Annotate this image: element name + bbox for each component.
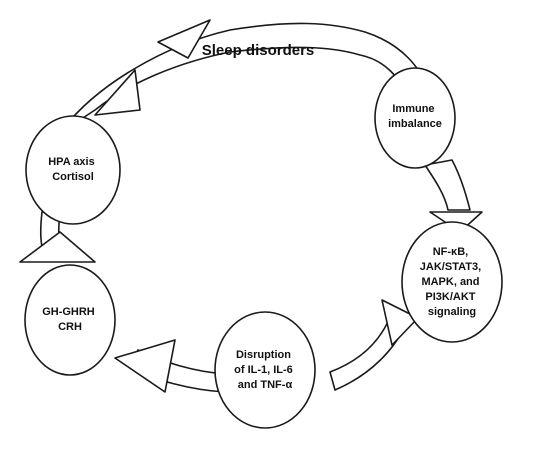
node-hpa-label: HPA axis Cortisol (48, 156, 98, 183)
arrowhead-bottom (114, 339, 176, 393)
node-cytokines-label: Disruption of IL-1, IL-6 and TNF-α (234, 349, 296, 391)
arrowhead-left-top (94, 69, 141, 116)
node-cytokines-circle (214, 311, 316, 429)
diagram-title: Sleep disorders (202, 42, 315, 59)
arrowhead-right-lower (381, 299, 419, 346)
node-signaling-circle (401, 221, 503, 343)
arrowhead-top (157, 19, 211, 59)
node-hpa-circle (25, 115, 121, 225)
node-immune-label: Immune imbalance (388, 103, 442, 130)
arrow-right-upper (424, 159, 471, 211)
node-gh-label: GH-GHRH CRH (42, 306, 98, 333)
node-signaling-label: NF-κB, JAK/STAT3, MAPK, and PI3K/AKT sig… (420, 246, 484, 318)
node-gh-circle (24, 264, 116, 376)
arrowhead-left (19, 231, 96, 263)
node-immune-circle (374, 67, 456, 169)
